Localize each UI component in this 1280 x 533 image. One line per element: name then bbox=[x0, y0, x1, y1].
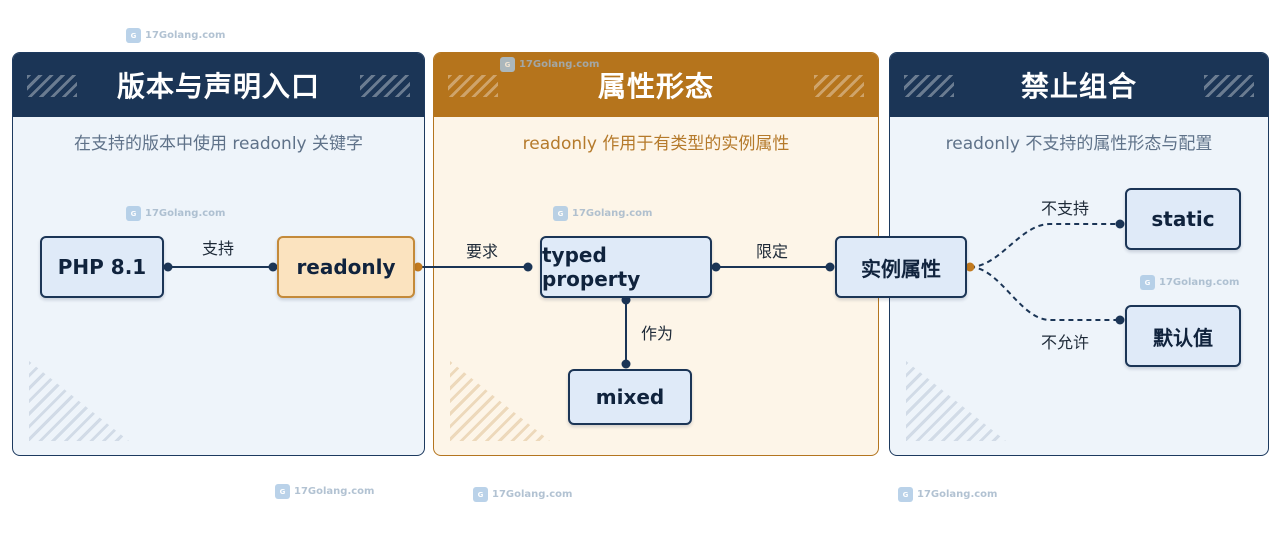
node-default-value[interactable]: 默认值 bbox=[1125, 305, 1241, 367]
edge-label-limited: 限定 bbox=[755, 242, 789, 261]
node-readonly[interactable]: readonly bbox=[277, 236, 415, 298]
panel-title: 禁止组合 bbox=[1020, 70, 1137, 103]
decor-stripes bbox=[27, 75, 77, 97]
panel-header: 版本与声明入口 bbox=[13, 53, 424, 117]
panel-subtitle: readonly 作用于有类型的实例属性 bbox=[522, 134, 790, 154]
panel-title: 版本与声明入口 bbox=[116, 70, 320, 103]
watermark-logo-icon: G bbox=[473, 487, 488, 502]
edge-dot bbox=[711, 262, 721, 272]
edge-not-supported bbox=[969, 223, 1120, 268]
edge-label-requires: 要求 bbox=[465, 242, 499, 261]
edge-label-as: 作为 bbox=[640, 324, 674, 343]
decor-stripes bbox=[360, 75, 410, 97]
watermark-logo-icon: G bbox=[1140, 275, 1155, 290]
node-mixed[interactable]: mixed bbox=[568, 369, 692, 425]
node-instance-property[interactable]: 实例属性 bbox=[835, 236, 967, 298]
edge-dot bbox=[1115, 219, 1125, 229]
panel-header: 禁止组合 bbox=[890, 53, 1268, 117]
decor-stripes bbox=[814, 75, 864, 97]
watermark-logo-icon: G bbox=[126, 28, 141, 43]
edge-label-not-supported: 不支持 bbox=[1040, 199, 1090, 218]
edge-label-supports: 支持 bbox=[201, 239, 235, 258]
panel-subtitle: 在支持的版本中使用 readonly 关键字 bbox=[73, 134, 364, 154]
panel-subtitle: readonly 不支持的属性形态与配置 bbox=[945, 134, 1213, 154]
node-static[interactable]: static bbox=[1125, 188, 1241, 250]
edge-dot bbox=[825, 262, 835, 272]
watermark-logo-icon: G bbox=[126, 206, 141, 221]
watermark-logo-icon: G bbox=[898, 487, 913, 502]
edge-not-allowed bbox=[969, 266, 1120, 321]
edge-dot-accent bbox=[965, 262, 975, 272]
watermark-logo-icon: G bbox=[553, 206, 568, 221]
node-php-8-1[interactable]: PHP 8.1 bbox=[40, 236, 164, 298]
edge-dot bbox=[1115, 315, 1125, 325]
decor-stripes bbox=[904, 75, 954, 97]
edge-dot bbox=[621, 359, 631, 369]
watermark-logo-icon: G bbox=[500, 57, 515, 72]
panel-title: 属性形态 bbox=[597, 70, 714, 103]
edge-dot bbox=[523, 262, 533, 272]
edge-dot bbox=[163, 262, 173, 272]
edge-dot-accent bbox=[413, 262, 423, 272]
decor-stripes bbox=[1204, 75, 1254, 97]
decor-stripes bbox=[448, 75, 498, 97]
edge-dot bbox=[268, 262, 278, 272]
watermark-logo-icon: G bbox=[275, 484, 290, 499]
edge-label-not-allowed: 不允许 bbox=[1040, 333, 1090, 352]
node-typed-property[interactable]: typed property bbox=[540, 236, 712, 298]
